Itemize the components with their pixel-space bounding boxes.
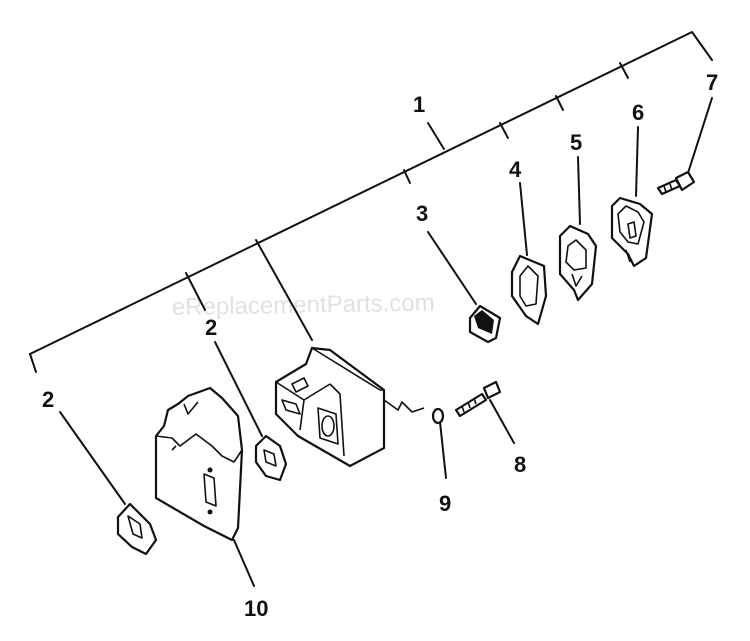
callout-2-left: 2 (42, 387, 54, 412)
callout-3: 3 (416, 201, 428, 226)
bracket-drop-3 (403, 169, 411, 184)
callout-5: 5 (570, 130, 582, 155)
watermark: eReplacementParts.com (172, 289, 435, 321)
bracket-drop-muffler (255, 239, 313, 341)
bolt-8 (454, 380, 502, 418)
bracket-6 (610, 196, 654, 268)
callout-9: 9 (439, 491, 451, 516)
plate-3 (468, 304, 502, 344)
gasket-4 (510, 254, 548, 326)
callout-2-middle: 2 (205, 315, 217, 340)
callout-4: 4 (509, 157, 522, 182)
bracket-drop-5 (555, 95, 564, 111)
bracket-drop-6 (619, 62, 629, 79)
bracket-drop-4 (499, 122, 509, 139)
screw-7 (656, 170, 696, 196)
gasket-2b (254, 434, 288, 482)
gasket-2a (116, 502, 158, 556)
plate-5 (558, 224, 598, 302)
leader-5 (577, 156, 581, 225)
bracket-drop-2b (185, 272, 206, 311)
callout-1: 1 (413, 92, 425, 117)
leader-8 (489, 399, 515, 444)
leader-6 (635, 126, 639, 197)
bracket-tick-left (29, 353, 37, 373)
callout-8: 8 (514, 452, 526, 477)
washer-9 (431, 407, 445, 425)
leader-7 (687, 97, 713, 174)
leader-2b (214, 341, 263, 437)
callout-6: 6 (632, 100, 644, 125)
leader-3 (427, 231, 477, 305)
leader-lines (59, 97, 713, 587)
leader-4 (519, 182, 528, 256)
bracket-lines (29, 31, 713, 373)
leader-1 (427, 122, 445, 150)
heat-shield-10 (154, 386, 244, 542)
leader-9 (439, 421, 447, 479)
muffler (274, 346, 425, 468)
callout-7: 7 (706, 70, 718, 95)
leader-10 (233, 539, 255, 587)
callout-labels: 1 2 2 3 4 5 6 7 8 9 10 (42, 70, 718, 621)
callout-10: 10 (244, 596, 268, 621)
assembly-bracket (29, 31, 713, 355)
leader-2a (59, 411, 126, 505)
